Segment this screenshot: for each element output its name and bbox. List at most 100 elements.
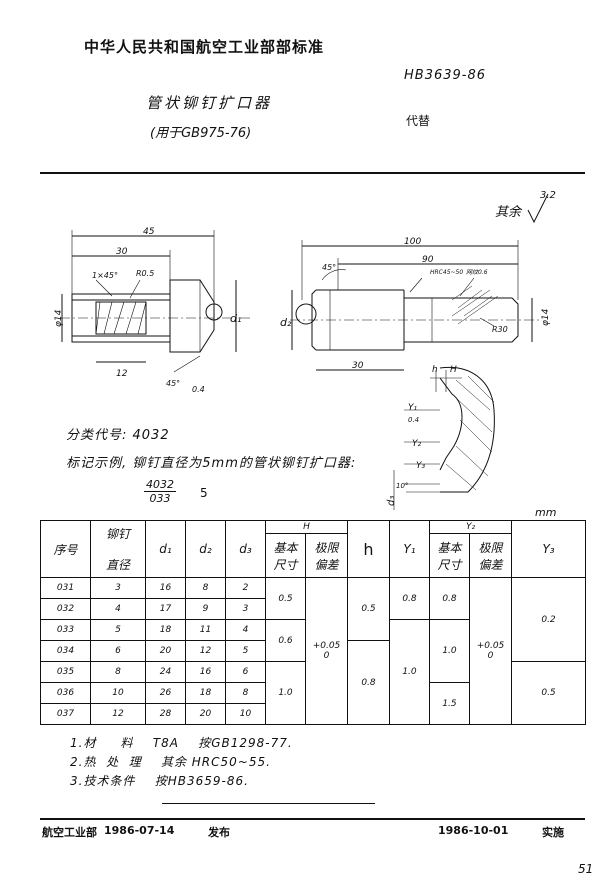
col-seq: 序号 bbox=[40, 520, 91, 578]
col-H: H bbox=[265, 520, 348, 534]
table-cell: 18 bbox=[145, 619, 186, 641]
table-cell: 17 bbox=[145, 598, 186, 620]
notes-rule bbox=[162, 803, 375, 804]
col-y2-dev: 极限偏差 bbox=[468, 533, 513, 578]
dim-04: 0.4 bbox=[192, 385, 205, 394]
table-cell: 16 bbox=[185, 661, 226, 683]
footer-rule bbox=[40, 818, 585, 820]
col-d2: d₂ bbox=[185, 520, 226, 578]
table-cell: 3 bbox=[225, 598, 266, 620]
table-cell: 036 bbox=[40, 682, 91, 704]
marking-example: 标记示例, 铆钉直径为5mm的管状铆钉扩口器: bbox=[66, 456, 357, 471]
technical-notes: 1.材 料 T8A 按GB1298-77. 2.热 处 理 其余 HRC50~5… bbox=[70, 734, 293, 791]
table-cell: 24 bbox=[145, 661, 186, 683]
col-y2: Y₂ bbox=[428, 520, 513, 534]
dim-r04: 0.4 bbox=[408, 416, 419, 424]
note-heat-treatment: 2.热 处 理 其余 HRC50~55. bbox=[70, 755, 271, 769]
col-H-basic: 基本尺寸 bbox=[265, 533, 306, 578]
note-material: 1.材 料 T8A 按GB1298-77. bbox=[70, 736, 293, 750]
dim-y2: Y₂ bbox=[412, 439, 421, 449]
table-cell: 8 bbox=[90, 661, 146, 683]
dim-12: 12 bbox=[116, 369, 128, 379]
document-title: 管状铆钉扩口器 bbox=[146, 94, 273, 112]
table-cell: 4 bbox=[225, 619, 266, 641]
table-cell: 033 bbox=[40, 619, 91, 641]
table-cell: 16 bbox=[145, 577, 186, 599]
table-cell: 11 bbox=[185, 619, 226, 641]
dim-r05: R0.5 bbox=[136, 269, 154, 278]
roughness-label: 其余 bbox=[495, 205, 522, 220]
table-cell: +0.05 0 bbox=[468, 577, 513, 725]
table-cell: 10 bbox=[225, 703, 266, 725]
table-cell: 10 bbox=[90, 682, 146, 704]
col-y3: Y₃ bbox=[511, 520, 587, 578]
col-y2-basic: 基本尺寸 bbox=[429, 533, 470, 578]
col-rivet-dia: 铆钉直径 bbox=[90, 520, 146, 578]
dim-100: 100 bbox=[404, 237, 421, 247]
dim-90: 90 bbox=[422, 255, 434, 265]
technical-drawing: 45 30 12 φ14 1×45° R0.5 d₁ 45° 0.4 100 bbox=[54, 193, 551, 510]
dim-y3: Y₃ bbox=[416, 461, 425, 471]
table-cell: 26 bbox=[145, 682, 186, 704]
right-view bbox=[290, 240, 540, 371]
table-cell: 1.0 bbox=[429, 619, 470, 683]
table-cell: 035 bbox=[40, 661, 91, 683]
table-cell: 1.0 bbox=[265, 661, 306, 725]
roughness-value: 3.2 bbox=[540, 190, 556, 201]
left-view bbox=[60, 230, 250, 373]
table-cell: 037 bbox=[40, 703, 91, 725]
issue-date: 1986-07-14 bbox=[104, 824, 175, 837]
table-cell: 031 bbox=[40, 577, 91, 599]
use-note: (用于GB975-76) bbox=[150, 126, 252, 141]
col-y1: Y₁ bbox=[389, 520, 430, 578]
table-cell: 8 bbox=[185, 577, 226, 599]
table-cell: 3 bbox=[90, 577, 146, 599]
issued-label: 发布 bbox=[208, 826, 230, 839]
marking-code-top: 4032 bbox=[144, 478, 176, 492]
table-cell: 2 bbox=[225, 577, 266, 599]
table-cell: 6 bbox=[90, 640, 146, 662]
table-cell: 5 bbox=[90, 619, 146, 641]
dim-phi14: φ14 bbox=[54, 309, 64, 327]
table-cell: 0.8 bbox=[389, 577, 430, 620]
table-cell: 20 bbox=[185, 703, 226, 725]
page-number: 51 bbox=[578, 862, 594, 876]
classification-code: 分类代号: 4032 bbox=[66, 428, 170, 443]
effective-date: 1986-10-01 bbox=[438, 824, 509, 837]
col-h: h bbox=[347, 520, 390, 578]
dim-d1: d₁ bbox=[230, 312, 241, 325]
table-cell: 0.6 bbox=[265, 619, 306, 662]
dim-d3: d₃ bbox=[386, 496, 397, 506]
marking-code: 4032 033 bbox=[144, 478, 176, 505]
roughness-symbol bbox=[527, 193, 549, 224]
note-tech-conditions: 3.技术条件 按HB3659-86. bbox=[70, 774, 249, 788]
table-cell: 5 bbox=[225, 640, 266, 662]
dim-d2: d₂ bbox=[280, 316, 292, 329]
header-row: 序号 铆钉直径 d₁ d₂ d₃ H h Y₁ Y₂ Y₃ bbox=[40, 520, 587, 578]
dim-h: h bbox=[432, 365, 438, 375]
table-cell: 1.0 bbox=[389, 619, 430, 725]
replaces-label: 代替 bbox=[406, 114, 431, 128]
standard-org: 中华人民共和国航空工业部部标准 bbox=[84, 38, 325, 56]
table-cell: 9 bbox=[185, 598, 226, 620]
table-cell: 28 bbox=[145, 703, 186, 725]
table-cell: 12 bbox=[90, 703, 146, 725]
table-cell: 0.5 bbox=[511, 661, 587, 725]
dim-angle-45: 45° bbox=[166, 379, 180, 388]
col-H-dev: 极限偏差 bbox=[305, 533, 348, 578]
table-cell: 0.5 bbox=[347, 577, 390, 641]
dim-r30: R30 bbox=[492, 325, 508, 334]
issuer: 航空工业部 bbox=[42, 826, 97, 839]
table-cell: 8 bbox=[225, 682, 266, 704]
marking-code-bottom: 033 bbox=[149, 492, 171, 505]
dim-phi14b: φ14 bbox=[541, 308, 551, 326]
table-cell: 1.5 bbox=[429, 682, 470, 725]
dim-chamfer: 1×45° bbox=[92, 271, 118, 280]
table-cell: 0.8 bbox=[347, 640, 390, 725]
subheader-row: 基本尺寸 极限偏差 基本尺寸 极限偏差 bbox=[41, 533, 586, 578]
standard-number: HB3639-86 bbox=[404, 68, 487, 83]
dim-y1: Y₁ bbox=[408, 403, 417, 413]
table-cell: 0.5 bbox=[265, 577, 306, 620]
